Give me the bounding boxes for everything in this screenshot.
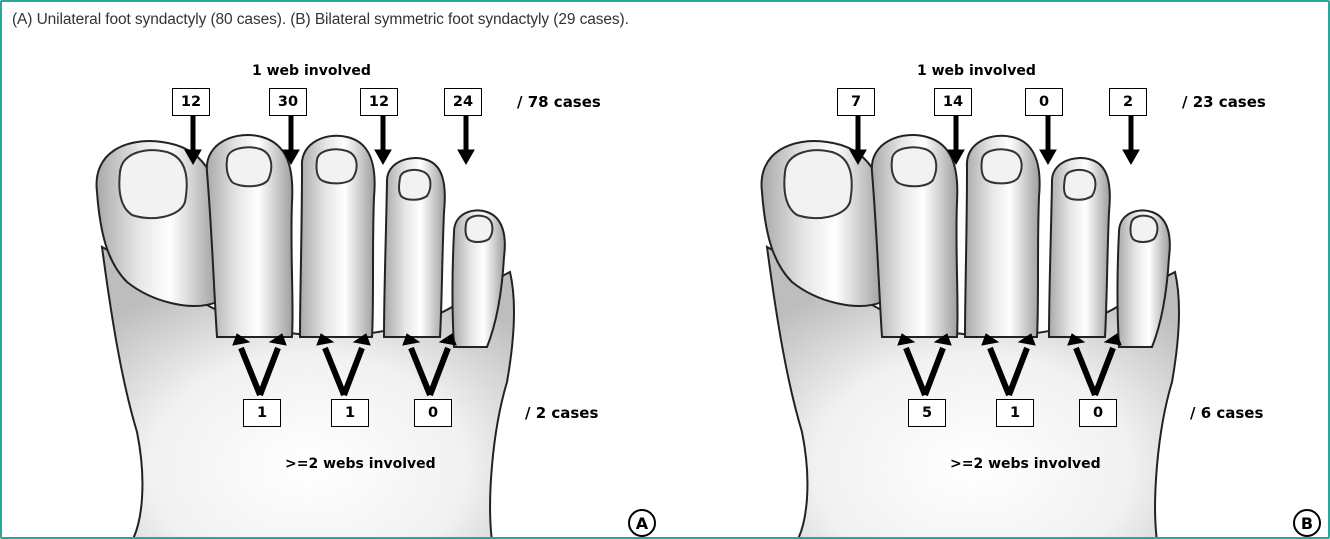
top-count-box: 2 [1109, 88, 1147, 116]
little-toe-nail [465, 216, 492, 242]
panel-a: 1 web involved 12 30 12 24 / 78 cases 1 … [2, 2, 667, 539]
bottom-count-box: 1 [331, 399, 369, 427]
panel-letter-badge: A [628, 509, 656, 537]
little-toe-nail [1130, 216, 1157, 242]
top-count-box: 7 [837, 88, 875, 116]
top-count-box: 12 [172, 88, 210, 116]
third-toe-nail [316, 149, 356, 183]
down-arrow-4-head [458, 150, 474, 164]
bottom-count-box: 0 [414, 399, 452, 427]
down-arrow-3-head [1040, 150, 1056, 164]
big-toe-nail [119, 150, 186, 218]
top-label: 1 web involved [252, 63, 371, 79]
second-toe-nail [227, 147, 272, 186]
top-total: / 23 cases [1182, 93, 1266, 111]
top-total: / 78 cases [517, 93, 601, 111]
bottom-total: / 2 cases [525, 404, 598, 422]
top-count-box: 14 [934, 88, 972, 116]
top-count-box: 24 [444, 88, 482, 116]
bottom-count-box: 1 [243, 399, 281, 427]
top-count-box: 0 [1025, 88, 1063, 116]
big-toe-nail [784, 150, 851, 218]
panel-letter-badge: B [1293, 509, 1321, 537]
down-arrow-3-head [375, 150, 391, 164]
third-toe-nail [981, 149, 1021, 183]
bottom-label: >=2 webs involved [950, 456, 1101, 472]
bottom-total: / 6 cases [1190, 404, 1263, 422]
top-count-box: 12 [360, 88, 398, 116]
fourth-toe-nail [399, 170, 430, 200]
fourth-toe-nail [1064, 170, 1095, 200]
top-label: 1 web involved [917, 63, 1036, 79]
second-toe-nail [892, 147, 937, 186]
bottom-label: >=2 webs involved [285, 456, 436, 472]
top-count-box: 30 [269, 88, 307, 116]
panel-b: 1 web involved 7 14 0 2 / 23 cases 5 1 0… [667, 2, 1330, 539]
bottom-count-box: 0 [1079, 399, 1117, 427]
bottom-count-box: 1 [996, 399, 1034, 427]
down-arrow-4-head [1123, 150, 1139, 164]
bottom-count-box: 5 [908, 399, 946, 427]
